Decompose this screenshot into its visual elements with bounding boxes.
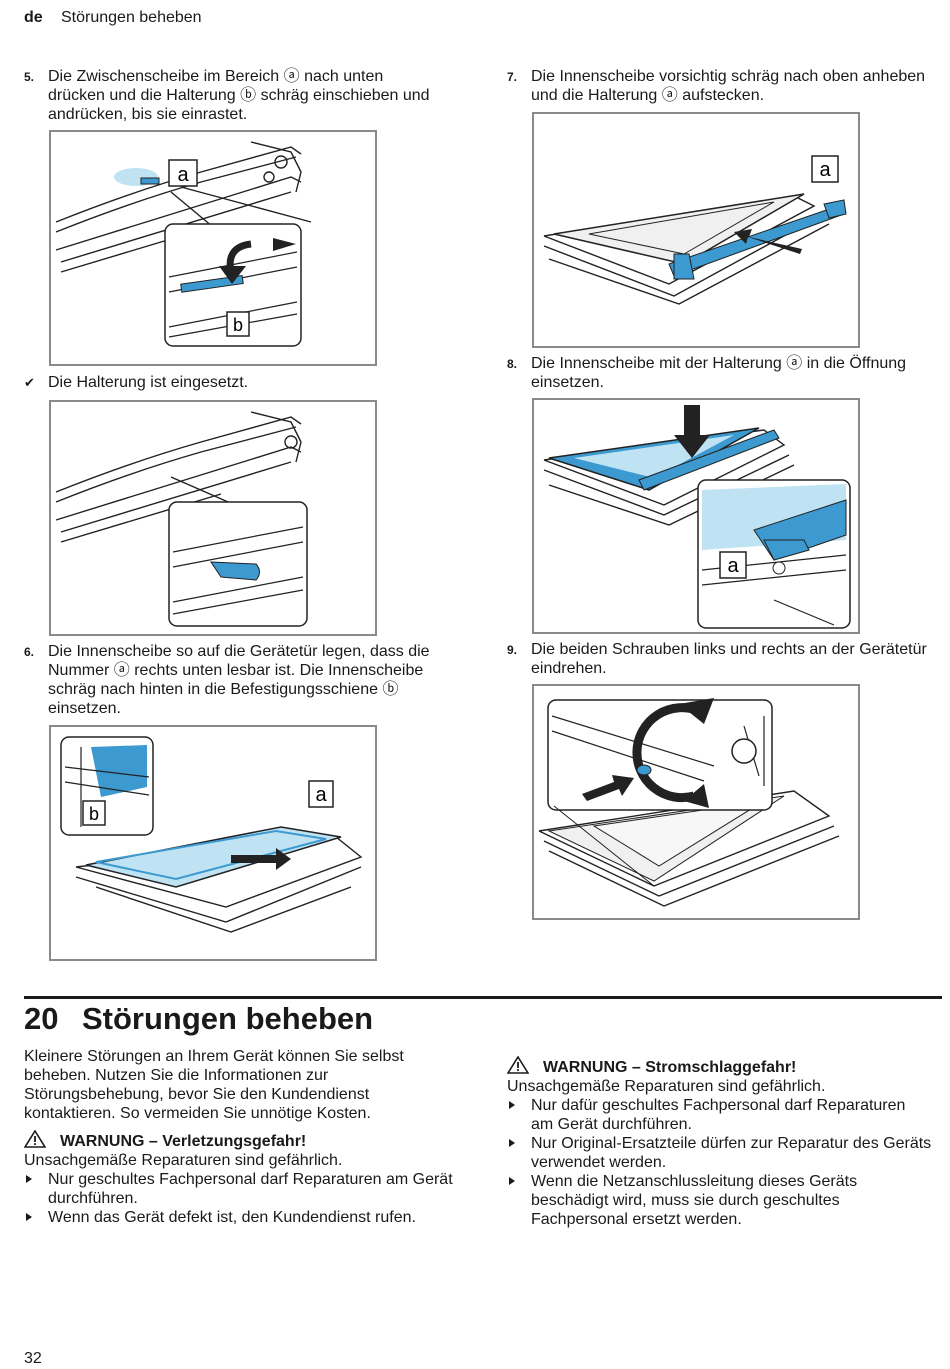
bullet-arrow-icon [509, 1139, 515, 1147]
step-5-result-text: Die Halterung ist eingesetzt. [48, 374, 249, 391]
figure-step-9 [532, 684, 860, 920]
list-item: Nur dafür geschultes Fachpersonal darf R… [507, 1096, 932, 1134]
bullet-arrow-icon [509, 1177, 515, 1185]
svg-text:b: b [233, 315, 243, 335]
step-7-number: 7. [507, 70, 518, 84]
step-9-number: 9. [507, 643, 518, 657]
step-6: 6. Die Innenscheibe so auf die Gerätetür… [24, 642, 454, 718]
bullet-arrow-icon [509, 1101, 515, 1109]
section-divider [24, 996, 942, 999]
figure-step-7: a [532, 112, 860, 348]
warning-injury-list: Nur geschultes Fachpersonal darf Reparat… [24, 1170, 464, 1227]
warning-injury-text: Unsachgemäße Reparaturen sind gefährlich… [24, 1152, 343, 1169]
figure-step-8: a [532, 398, 860, 634]
figure-step-5-result [49, 400, 377, 636]
warning-electric-list: Nur dafür geschultes Fachpersonal darf R… [507, 1096, 932, 1229]
bullet-arrow-icon [26, 1175, 32, 1183]
step-9-text: Die beiden Schrauben links und rechts an… [531, 641, 927, 677]
step-8: 8. Die Innenscheibe mit der Halterung ⓐ … [507, 354, 927, 392]
page-number: 32 [24, 1350, 42, 1367]
section-intro: Kleinere Störungen an Ihrem Gerät können… [24, 1048, 404, 1122]
svg-text:a: a [819, 159, 831, 181]
language-code: de [24, 9, 43, 26]
header-title: Störungen beheben [61, 9, 202, 26]
warning-injury: WARNUNG – Verletzungsgefahr! Unsachgemäß… [24, 1130, 464, 1227]
step-8-number: 8. [507, 357, 518, 371]
list-item: Wenn das Gerät defekt ist, den Kundendie… [24, 1208, 464, 1227]
svg-text:a: a [315, 784, 327, 806]
step-9: 9. Die beiden Schrauben links und rechts… [507, 640, 937, 678]
svg-text:b: b [89, 804, 99, 824]
warning-electric-title-row: WARNUNG – Stromschlaggefahr! [507, 1056, 932, 1077]
step-6-text: Die Innenscheibe so auf die Gerätetür le… [48, 643, 430, 717]
warning-injury-title: WARNUNG – Verletzungsgefahr! [60, 1133, 307, 1150]
list-item: Nur Original-Ersatzteile dürfen zur Repa… [507, 1134, 932, 1172]
warning-electric: WARNUNG – Stromschlaggefahr! Unsachgemäß… [507, 1056, 932, 1229]
step-5: 5. Die Zwischenscheibe im Bereich ⓐ nach… [24, 67, 444, 124]
warning-injury-title-row: WARNUNG – Verletzungsgefahr! [24, 1130, 464, 1151]
label-a: a [177, 164, 189, 186]
bullet-arrow-icon [26, 1213, 32, 1221]
warning-electric-text: Unsachgemäße Reparaturen sind gefährlich… [507, 1078, 826, 1095]
figure-step-6: b a [49, 725, 377, 961]
warning-electric-title: WARNUNG – Stromschlaggefahr! [543, 1059, 797, 1076]
step-5-result: ✔ Die Halterung ist eingesetzt. [24, 373, 248, 392]
warning-triangle-icon [507, 1056, 529, 1074]
step-5-text: Die Zwischenscheibe im Bereich ⓐ nach un… [48, 68, 430, 123]
step-6-number: 6. [24, 645, 35, 659]
step-5-number: 5. [24, 70, 35, 84]
svg-text:a: a [727, 555, 739, 577]
check-icon: ✔ [24, 375, 35, 390]
section-number: 20 [24, 1001, 59, 1036]
list-item: Wenn die Netzanschlussleitung dieses Ger… [507, 1172, 932, 1229]
step-7: 7. Die Innenscheibe vorsichtig schräg na… [507, 67, 927, 105]
list-item: Nur geschultes Fachpersonal darf Reparat… [24, 1170, 464, 1208]
section-title: Störungen beheben [82, 1001, 374, 1036]
warning-triangle-icon [24, 1130, 46, 1148]
figure-step-5: a b [49, 130, 377, 366]
section-heading: 20 Störungen beheben [24, 1001, 373, 1037]
step-7-text: Die Innenscheibe vorsichtig schräg nach … [531, 68, 926, 104]
step-8-text: Die Innenscheibe mit der Halterung ⓐ in … [531, 355, 907, 391]
